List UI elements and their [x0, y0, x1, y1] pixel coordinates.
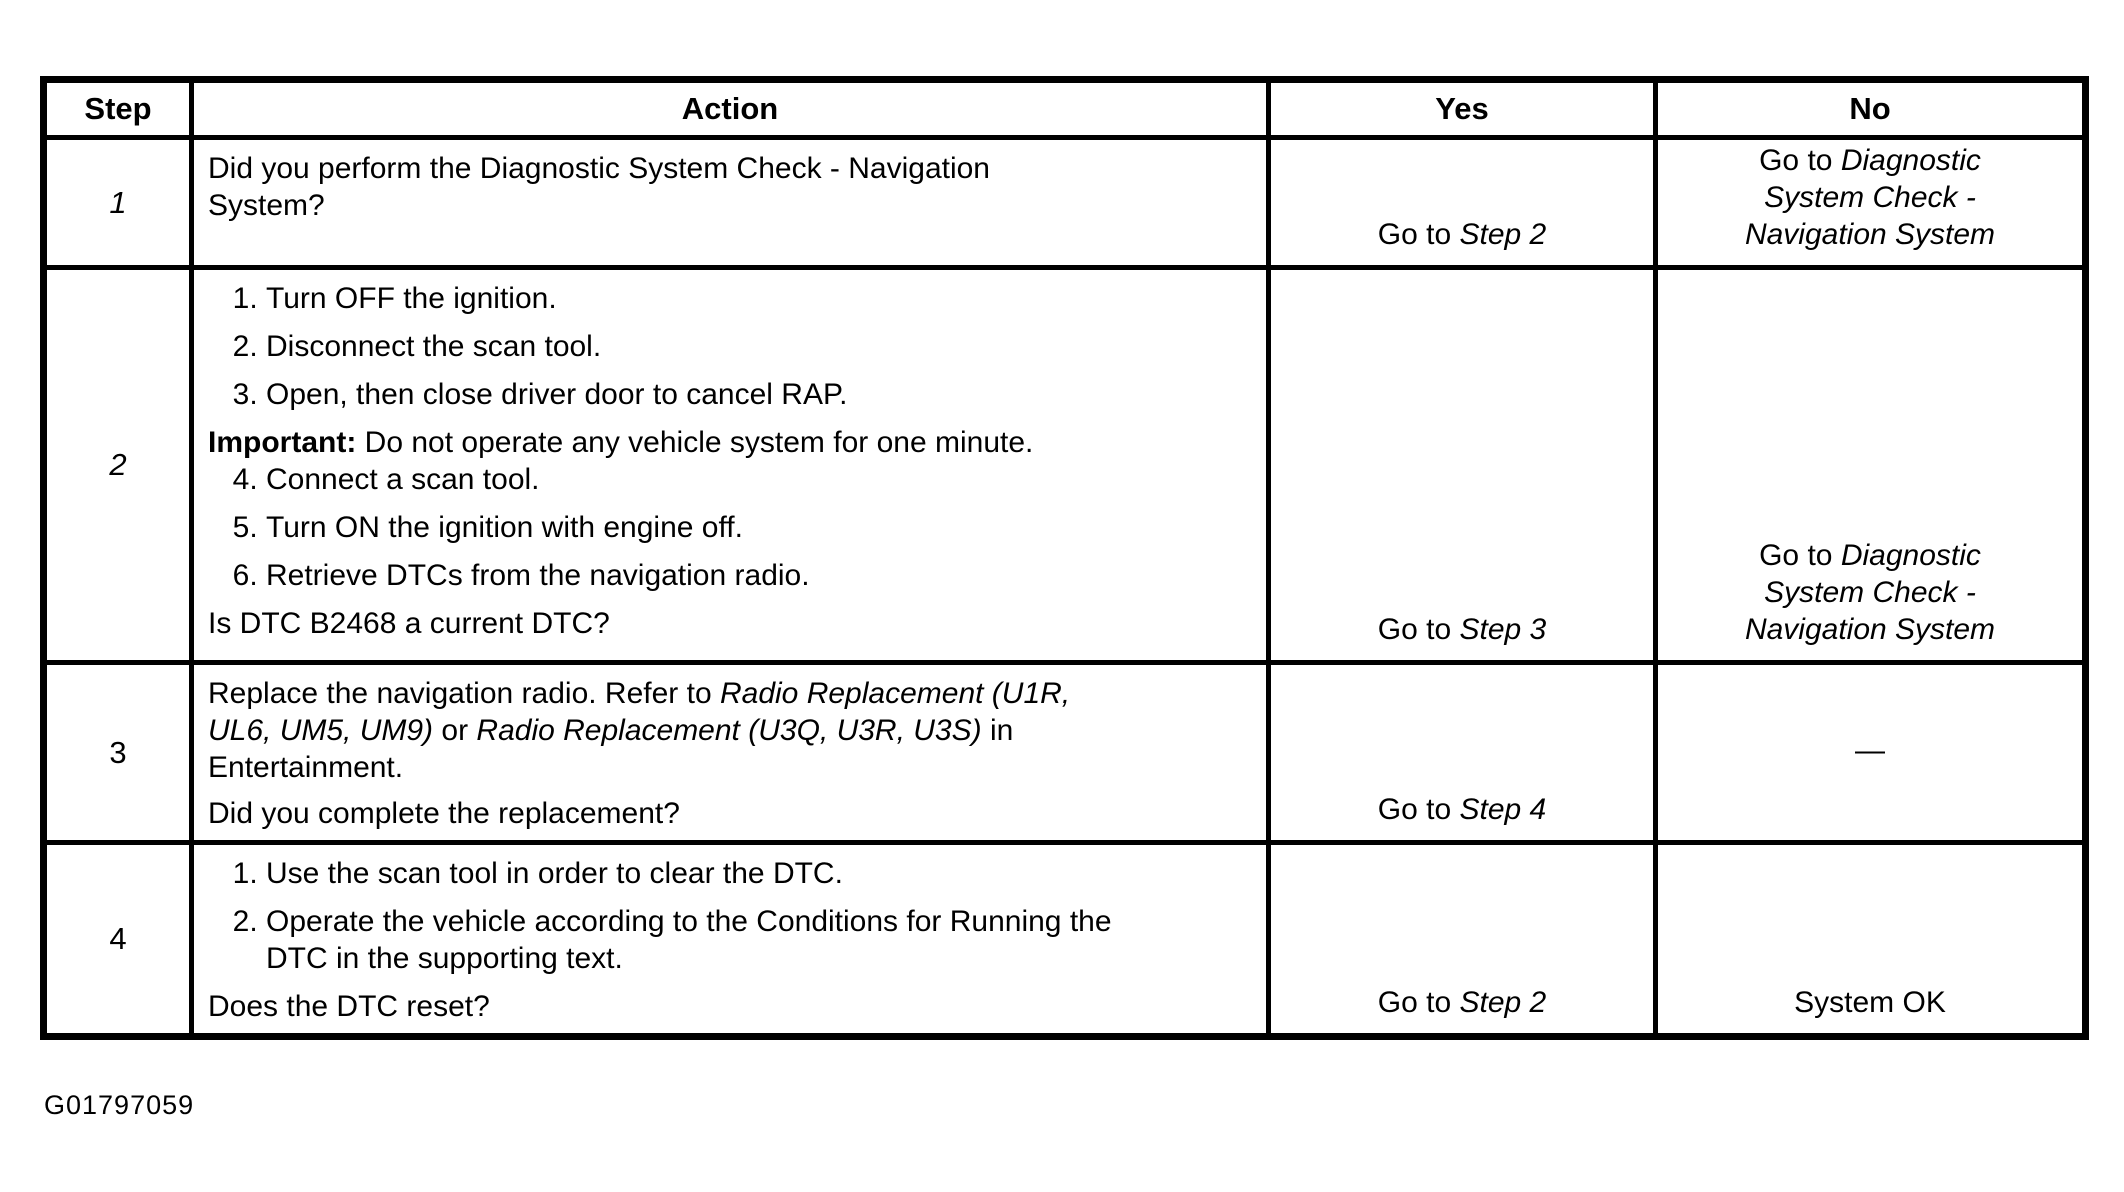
col-header-step: Step	[41, 77, 194, 140]
list-item: Turn ON the ignition with engine off.	[266, 509, 1250, 546]
table-row-step-3: 3 Replace the navigation radio. Refer to…	[41, 660, 2088, 845]
table-row-step-4: 4 Use the scan tool in order to clear th…	[41, 840, 2088, 1039]
action-list: Use the scan tool in order to clear the …	[208, 855, 1250, 977]
step-number-4: 4	[41, 840, 194, 1039]
goto-step-2-text: Go to Step 2	[1377, 218, 1547, 251]
goto-diagnostic-check-text: Go to Diagnostic System Check - Navigati…	[1744, 144, 1996, 251]
yes-cell-3: Go to Step 4	[1266, 660, 1658, 845]
action-cell-2: Turn OFF the ignition. Disconnect the sc…	[189, 265, 1271, 665]
list-item: Turn OFF the ignition.	[266, 280, 1250, 317]
important-note: Important: Do not operate any vehicle sy…	[208, 426, 1034, 459]
list-item: Open, then close driver door to cancel R…	[266, 376, 1250, 413]
system-ok-text: System OK	[1794, 986, 1946, 1019]
action-question-1: Did you perform the Diagnostic System Ch…	[208, 152, 990, 222]
step-number-2: 2	[41, 265, 194, 665]
action-paragraph-3: Replace the navigation radio. Refer to R…	[208, 677, 1071, 784]
col-header-no: No	[1653, 77, 2088, 140]
action-list-a: Turn OFF the ignition. Disconnect the sc…	[208, 280, 1250, 413]
step-number-3: 3	[41, 660, 194, 845]
goto-diagnostic-check-text: Go to Diagnostic System Check - Navigati…	[1744, 539, 1996, 646]
action-list-b: Connect a scan tool. Turn ON the ignitio…	[208, 461, 1250, 594]
goto-step-3-text: Go to Step 3	[1377, 613, 1547, 646]
list-item: Retrieve DTCs from the navigation radio.	[266, 557, 1250, 594]
no-cell-4: System OK	[1653, 840, 2088, 1039]
yes-cell-1: Go to Step 2	[1266, 135, 1658, 270]
col-header-action: Action	[189, 77, 1271, 140]
action-question-2: Is DTC B2468 a current DTC?	[208, 607, 610, 640]
list-item: Connect a scan tool.	[266, 461, 1250, 498]
header-row: Step Action Yes No	[41, 77, 2088, 140]
action-question-3: Did you complete the replacement?	[208, 797, 680, 830]
em-dash: —	[1855, 734, 1885, 767]
goto-step-2-text: Go to Step 2	[1377, 986, 1547, 1019]
action-question-4: Does the DTC reset?	[208, 990, 490, 1023]
list-item: Use the scan tool in order to clear the …	[266, 855, 1250, 892]
figure-id: G01797059	[44, 1090, 195, 1120]
step-number-1: 1	[41, 135, 194, 270]
action-cell-4: Use the scan tool in order to clear the …	[189, 840, 1271, 1039]
action-cell-3: Replace the navigation radio. Refer to R…	[189, 660, 1271, 845]
col-header-yes: Yes	[1266, 77, 1658, 140]
goto-step-4-text: Go to Step 4	[1377, 793, 1547, 826]
yes-cell-2: Go to Step 3	[1266, 265, 1658, 665]
no-cell-3: —	[1653, 660, 2088, 845]
yes-cell-4: Go to Step 2	[1266, 840, 1658, 1039]
list-item: Disconnect the scan tool.	[266, 328, 1250, 365]
list-item: Operate the vehicle according to the Con…	[266, 903, 1116, 977]
table-row-step-2: 2 Turn OFF the ignition. Disconnect the …	[41, 265, 2088, 665]
action-cell-1: Did you perform the Diagnostic System Ch…	[189, 135, 1271, 270]
diagnostic-table: Step Action Yes No 1 Did you perform the…	[40, 76, 2089, 1040]
table-row-step-1: 1 Did you perform the Diagnostic System …	[41, 135, 2088, 270]
no-cell-1: Go to Diagnostic System Check - Navigati…	[1653, 135, 2088, 270]
no-cell-2: Go to Diagnostic System Check - Navigati…	[1653, 265, 2088, 665]
